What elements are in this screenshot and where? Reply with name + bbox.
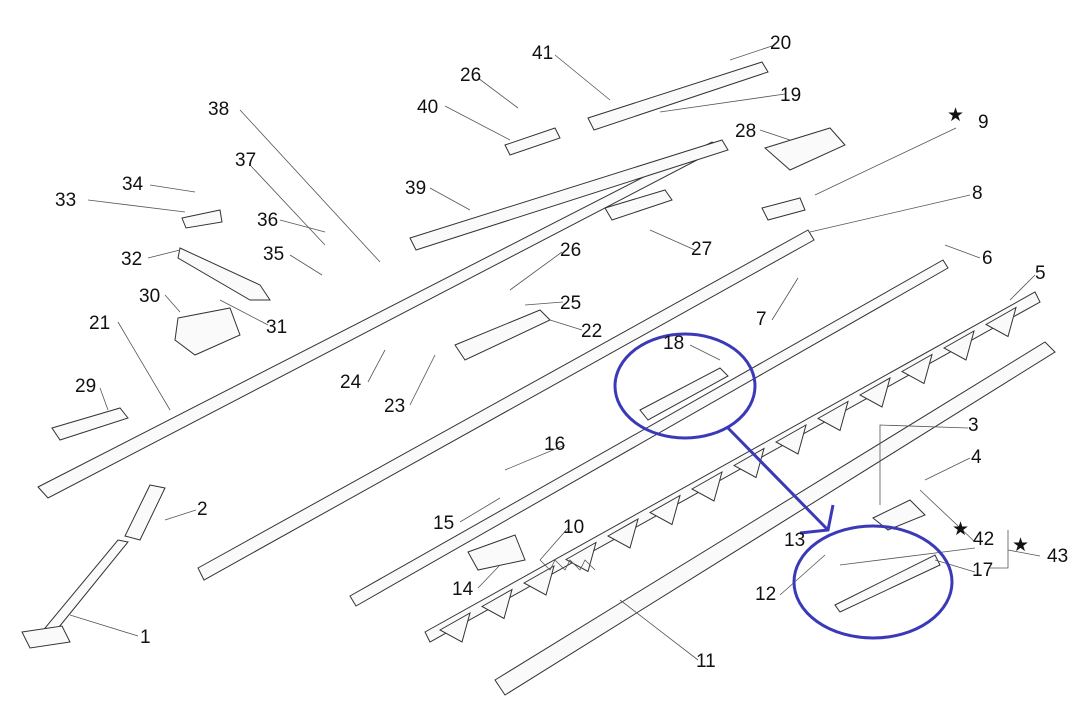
part-39-strip bbox=[409, 139, 729, 251]
part-29-plate bbox=[51, 407, 129, 441]
part-30-bracket bbox=[174, 307, 241, 356]
part-27-bracket bbox=[604, 189, 673, 221]
knife-tooth bbox=[648, 494, 681, 526]
label-5: 5 bbox=[1035, 263, 1046, 284]
parts bbox=[21, 61, 1056, 696]
label-22: 22 bbox=[581, 321, 602, 342]
label-15: 15 bbox=[433, 513, 454, 534]
label-29: 29 bbox=[75, 376, 96, 397]
part-8-slotted-bar bbox=[197, 229, 815, 581]
part-20-19-strip bbox=[587, 61, 769, 131]
part-32-arm bbox=[177, 247, 271, 301]
label-42: 42 bbox=[973, 529, 994, 550]
part-33-plate bbox=[181, 209, 223, 229]
label-31: 31 bbox=[266, 317, 287, 338]
knife-tooth bbox=[480, 588, 513, 620]
part-40-clip bbox=[504, 127, 561, 156]
star-42: ★ bbox=[952, 519, 969, 540]
knife-tooth bbox=[438, 611, 471, 643]
label-25: 25 bbox=[560, 293, 581, 314]
knife-tooth bbox=[816, 400, 849, 432]
label-14: 14 bbox=[452, 579, 474, 600]
part-11-guard-bar bbox=[494, 341, 1056, 696]
part-2-sleeve bbox=[124, 484, 166, 541]
knife-tooth bbox=[774, 423, 807, 455]
label-11: 11 bbox=[696, 651, 716, 672]
label-34: 34 bbox=[122, 174, 144, 195]
knife-tooth bbox=[522, 564, 555, 596]
label-43: 43 bbox=[1047, 546, 1068, 567]
label-33: 33 bbox=[55, 190, 76, 211]
label-12: 12 bbox=[755, 584, 776, 605]
highlight-circle-18 bbox=[613, 332, 757, 440]
label-20: 20 bbox=[770, 33, 791, 54]
knife-tooth bbox=[606, 517, 639, 549]
part-10-spring bbox=[539, 559, 596, 571]
knife-tooth bbox=[942, 329, 975, 361]
part-9-plate bbox=[761, 197, 806, 221]
label-21: 21 bbox=[89, 313, 110, 334]
label-4: 4 bbox=[971, 447, 982, 468]
part-14-plate bbox=[467, 534, 526, 571]
label-37: 37 bbox=[235, 150, 256, 171]
label-18: 18 bbox=[663, 333, 684, 354]
part-1-base bbox=[21, 625, 71, 649]
label-10: 10 bbox=[563, 517, 584, 538]
arrow-head bbox=[799, 504, 835, 535]
label-36: 36 bbox=[257, 210, 278, 231]
knife-tooth bbox=[900, 353, 933, 385]
part-1-handle bbox=[44, 539, 129, 633]
part-5-knife bbox=[424, 291, 1041, 643]
label-8: 8 bbox=[972, 183, 983, 204]
knife-teeth bbox=[438, 306, 1017, 643]
highlight-annotations bbox=[613, 332, 954, 640]
label-7: 7 bbox=[756, 309, 767, 330]
label-13: 13 bbox=[784, 530, 805, 551]
label-28: 28 bbox=[735, 121, 756, 142]
label-30: 30 bbox=[139, 286, 160, 307]
part-22-bracket bbox=[454, 309, 551, 361]
part-17-knife-head bbox=[834, 554, 941, 613]
label-3: 3 bbox=[968, 415, 979, 436]
label-24: 24 bbox=[340, 372, 362, 393]
highlight-arrow bbox=[726, 426, 830, 532]
label-35: 35 bbox=[263, 244, 284, 265]
label-9: 9 bbox=[978, 112, 989, 133]
leader-lines bbox=[69, 44, 1041, 661]
knife-tooth bbox=[858, 376, 891, 408]
label-17: 17 bbox=[972, 560, 993, 581]
part-6-bar bbox=[349, 259, 949, 607]
part-18-knife-head bbox=[639, 367, 729, 421]
label-41: 41 bbox=[532, 43, 553, 64]
knife-tooth bbox=[564, 541, 597, 573]
label-38: 38 bbox=[208, 99, 229, 120]
knife-tooth bbox=[690, 470, 723, 502]
knife-tooth bbox=[984, 306, 1017, 338]
highlight-circle-17 bbox=[792, 524, 954, 640]
label-23: 23 bbox=[384, 396, 405, 417]
label-2: 2 bbox=[197, 499, 208, 520]
label-27: 27 bbox=[691, 239, 712, 260]
label-19: 19 bbox=[780, 85, 801, 106]
label-32: 32 bbox=[121, 249, 142, 270]
label-16: 16 bbox=[544, 434, 565, 455]
callout-labels: 20 41 26 40 19 38 ★ 9 28 37 34 33 39 8 3… bbox=[55, 33, 1068, 672]
part-28-guard bbox=[763, 127, 846, 171]
star-9: ★ bbox=[947, 105, 964, 126]
star-43: ★ bbox=[1012, 535, 1029, 556]
label-26: 26 bbox=[560, 240, 581, 261]
label-6: 6 bbox=[982, 248, 993, 269]
label-1: 1 bbox=[140, 627, 151, 648]
label-40: 40 bbox=[417, 97, 438, 118]
label-26: 26 bbox=[460, 65, 481, 86]
label-39: 39 bbox=[405, 178, 426, 199]
